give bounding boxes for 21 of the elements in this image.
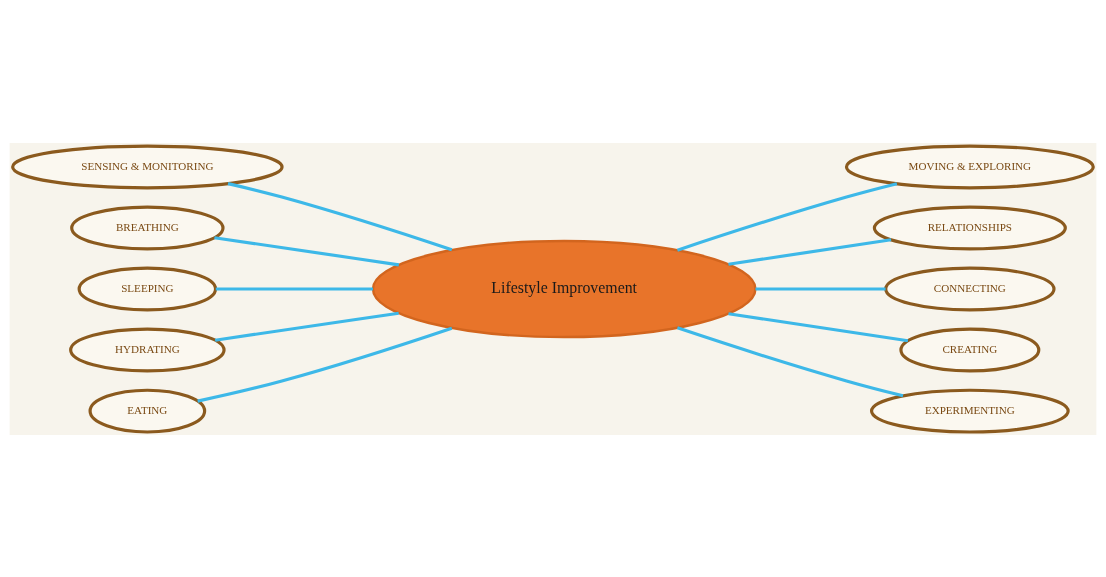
node-ellipse: CREATING [899,327,1041,372]
connector [676,181,898,252]
connector [214,235,400,266]
node-ellipse: BREATHING [70,205,225,250]
node-ellipse: MOVING & EXPLORING [844,143,1095,189]
node-ellipse: EXPERIMENTING [869,388,1070,434]
node-ellipse: EATING [88,388,207,434]
node-ellipse: Lifestyle Improvement [371,239,757,338]
node-ellipse: RELATIONSHIPS [872,205,1067,250]
connector [676,325,904,397]
node-ellipse: SENSING & MONITORING [11,143,284,189]
connector [227,181,453,251]
node-ellipse: HYDRATING [69,327,226,372]
connector [728,237,892,266]
node-ellipse: CONNECTING [884,266,1056,311]
node-ellipse: SLEEPING [77,266,218,311]
connector [728,311,909,342]
connector [197,326,453,403]
connector [214,311,399,342]
connector [755,286,886,291]
connector [215,286,373,291]
